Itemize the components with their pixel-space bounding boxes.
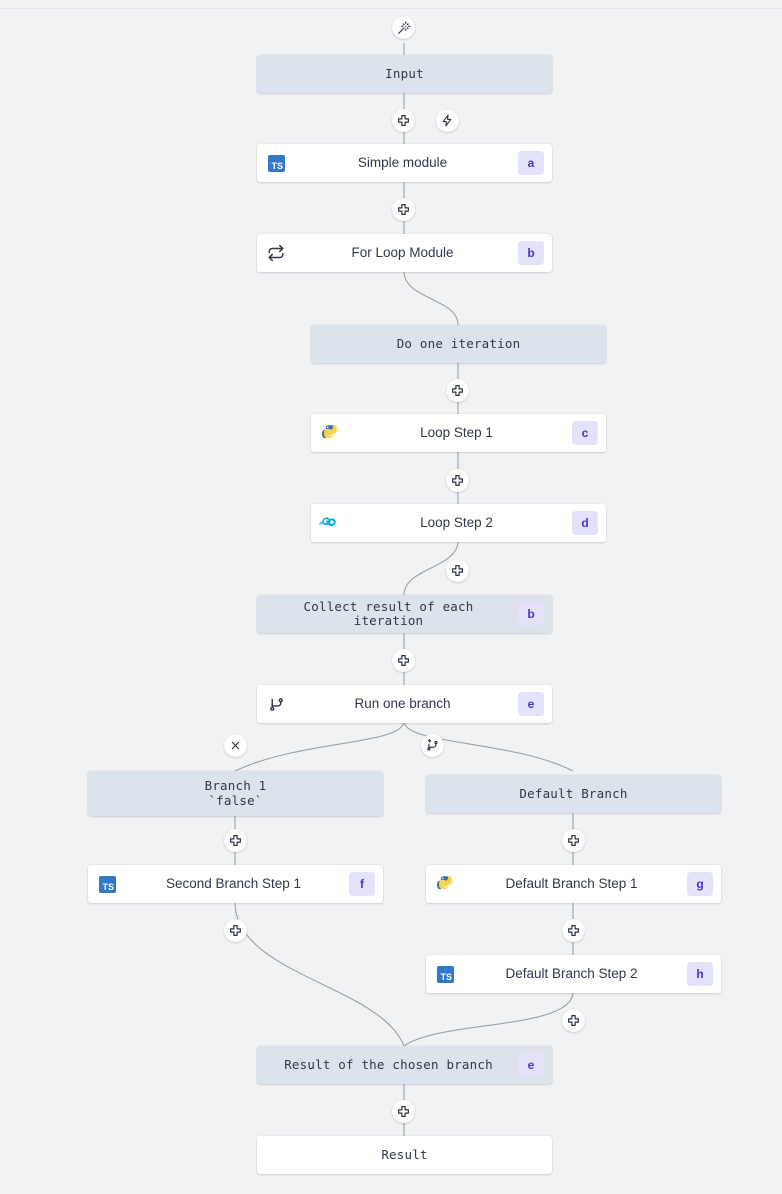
node-default-branch-step-1-label: Default Branch Step 1 bbox=[505, 876, 638, 892]
node-default-branch-step-2[interactable]: TS Default Branch Step 2 h bbox=[426, 955, 721, 993]
node-second-branch-step-1-label: Second Branch Step 1 bbox=[165, 876, 302, 892]
branch-icon bbox=[265, 693, 287, 715]
plus-icon bbox=[397, 654, 410, 667]
node-input-label: Input bbox=[385, 65, 424, 81]
add-branch-handle[interactable] bbox=[421, 734, 444, 757]
plus-icon bbox=[567, 1014, 580, 1027]
node-collect-result-badge: b bbox=[518, 602, 544, 626]
node-chosen-branch-result[interactable]: Result of the chosen branch e bbox=[257, 1046, 552, 1084]
node-loop-step-1-badge: c bbox=[572, 421, 598, 445]
node-collect-result-label: Collect result of each iteration bbox=[303, 598, 474, 628]
trigger-after-input-handle[interactable] bbox=[436, 109, 459, 132]
node-simple-module[interactable]: TS Simple module a bbox=[257, 144, 552, 182]
node-for-loop-module-badge: b bbox=[518, 241, 544, 265]
node-run-one-branch[interactable]: Run one branch e bbox=[257, 685, 552, 723]
node-branch-1[interactable]: Branch 1 `false` bbox=[88, 771, 383, 816]
node-run-one-branch-label: Run one branch bbox=[354, 696, 451, 712]
plus-icon bbox=[397, 114, 410, 127]
node-loop-step-2-badge: d bbox=[572, 511, 598, 535]
node-default-branch[interactable]: Default Branch bbox=[426, 775, 721, 813]
node-do-one-iteration-label: Do one iteration bbox=[396, 335, 521, 351]
node-second-branch-step-1-badge: f bbox=[349, 872, 375, 896]
node-default-branch-step-2-label: Default Branch Step 2 bbox=[505, 966, 638, 982]
add-after-do-one-iteration-handle[interactable] bbox=[446, 379, 469, 402]
node-loop-step-1-label: Loop Step 1 bbox=[420, 425, 493, 441]
add-after-chosen-branch-result-handle[interactable] bbox=[392, 1100, 415, 1123]
loop-icon bbox=[265, 242, 287, 264]
node-input[interactable]: Input bbox=[257, 55, 552, 93]
node-default-branch-step-1-badge: g bbox=[687, 872, 713, 896]
branch-plus-icon bbox=[426, 738, 440, 753]
node-do-one-iteration[interactable]: Do one iteration bbox=[311, 325, 606, 363]
go-icon bbox=[319, 512, 341, 534]
plus-icon bbox=[229, 924, 242, 937]
node-chosen-branch-result-label: Result of the chosen branch bbox=[284, 1056, 493, 1072]
plus-icon bbox=[451, 564, 464, 577]
typescript-icon: TS bbox=[434, 963, 456, 985]
magic-wand-icon bbox=[397, 21, 411, 35]
node-loop-step-2[interactable]: Loop Step 2 d bbox=[311, 504, 606, 542]
node-run-one-branch-badge: e bbox=[518, 692, 544, 716]
node-result-label: Result bbox=[381, 1146, 428, 1162]
node-second-branch-step-1[interactable]: TS Second Branch Step 1 f bbox=[88, 865, 383, 903]
plus-icon bbox=[567, 924, 580, 937]
plus-icon bbox=[451, 474, 464, 487]
node-branch-1-label: Branch 1 `false` bbox=[204, 778, 267, 808]
python-icon bbox=[319, 422, 341, 444]
plus-icon bbox=[451, 384, 464, 397]
add-after-branch-1-handle[interactable] bbox=[224, 829, 247, 852]
node-simple-module-badge: a bbox=[518, 151, 544, 175]
add-after-input-handle[interactable] bbox=[392, 109, 415, 132]
add-after-collect-result-handle[interactable] bbox=[392, 649, 415, 672]
node-default-branch-step-2-badge: h bbox=[687, 962, 713, 986]
add-after-loop-step-1-handle[interactable] bbox=[446, 469, 469, 492]
add-after-second-branch-step-1-handle[interactable] bbox=[224, 919, 247, 942]
plus-icon bbox=[229, 834, 242, 847]
add-after-simple-module-handle[interactable] bbox=[392, 198, 415, 221]
node-loop-step-2-label: Loop Step 2 bbox=[420, 515, 493, 531]
lightning-icon bbox=[441, 114, 454, 127]
add-after-loop-step-2-handle[interactable] bbox=[446, 559, 469, 582]
node-default-branch-label: Default Branch bbox=[519, 785, 628, 801]
python-icon bbox=[434, 873, 456, 895]
node-for-loop-module-label: For Loop Module bbox=[351, 245, 454, 261]
typescript-icon: TS bbox=[96, 873, 118, 895]
node-loop-step-1[interactable]: Loop Step 1 c bbox=[311, 414, 606, 452]
node-default-branch-step-1[interactable]: Default Branch Step 1 g bbox=[426, 865, 721, 903]
plus-icon bbox=[397, 1105, 410, 1118]
add-after-default-branch-step-2-handle[interactable] bbox=[562, 1009, 585, 1032]
typescript-icon: TS bbox=[265, 152, 287, 174]
add-after-default-branch-step-1-handle[interactable] bbox=[562, 919, 585, 942]
canvas-top-divider bbox=[0, 8, 782, 9]
plus-icon bbox=[397, 203, 410, 216]
magic-wand-handle[interactable] bbox=[392, 16, 415, 39]
node-collect-result[interactable]: Collect result of each iteration b bbox=[257, 595, 552, 633]
plus-icon bbox=[567, 834, 580, 847]
node-result[interactable]: Result bbox=[257, 1136, 552, 1174]
node-simple-module-label: Simple module bbox=[357, 155, 448, 171]
close-icon bbox=[230, 740, 241, 751]
remove-branch-1-handle[interactable] bbox=[224, 734, 247, 757]
node-for-loop-module[interactable]: For Loop Module b bbox=[257, 234, 552, 272]
add-after-default-branch-handle[interactable] bbox=[562, 829, 585, 852]
node-chosen-branch-result-badge: e bbox=[518, 1053, 544, 1077]
